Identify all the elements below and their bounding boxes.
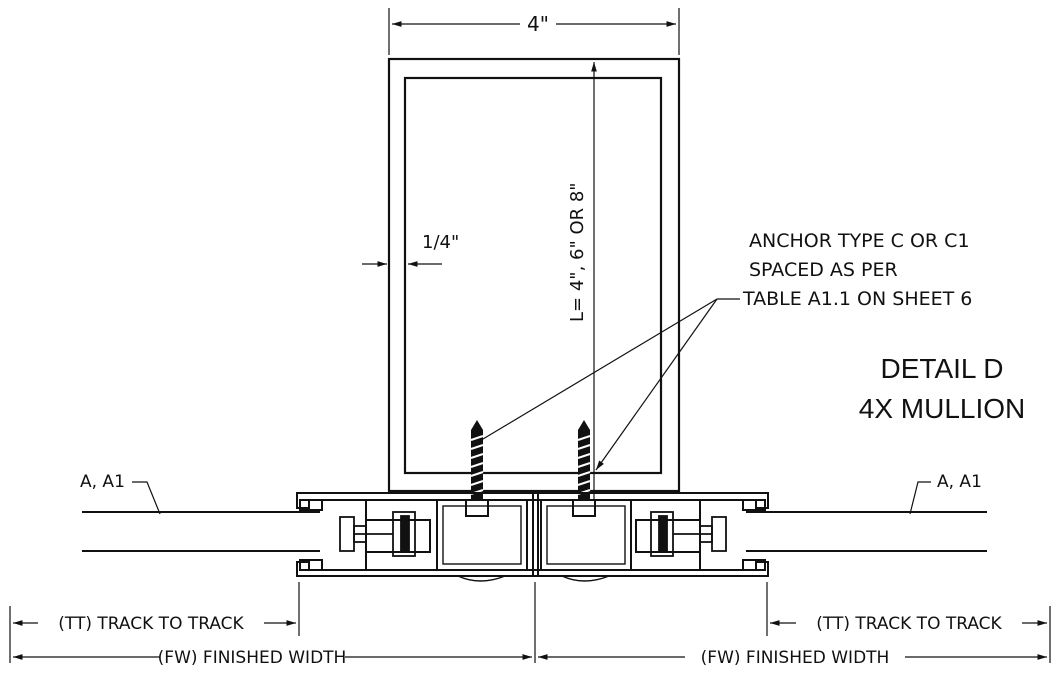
detail-title: DETAIL D	[881, 353, 1004, 384]
wall-thickness-dimension: 1/4"	[362, 232, 459, 267]
track-left-label: (TT) TRACK TO TRACK	[58, 614, 244, 634]
top-width-dimension: 4"	[388, 8, 680, 55]
track-to-track-right: (TT) TRACK TO TRACK	[770, 614, 1047, 634]
finished-left-label: (FW) FINISHED WIDTH	[158, 648, 347, 668]
glass-right	[746, 511, 987, 552]
detail-subtitle: 4X MULLION	[859, 393, 1026, 424]
track-right-label: (TT) TRACK TO TRACK	[816, 614, 1002, 634]
anchor-note-line-1: ANCHOR TYPE C OR C1	[749, 230, 970, 252]
length-dimension: L= 4", 6" OR 8"	[567, 61, 597, 500]
anchor-note: ANCHOR TYPE C OR C1 SPACED AS PER TABLE …	[472, 230, 972, 471]
finished-width-left: (FW) FINISHED WIDTH	[13, 648, 532, 668]
anchor-screw-right	[572, 420, 596, 517]
setting-block-right	[650, 511, 727, 557]
anchor-screw-left	[465, 420, 489, 517]
mullion-tube	[387, 57, 681, 493]
anchor-note-line-3: TABLE A1.1 ON SHEET 6	[742, 288, 972, 310]
glass-tag-right: A, A1	[909, 472, 982, 515]
wall-thickness-label: 1/4"	[422, 232, 459, 253]
glass-tag-right-label: A, A1	[937, 472, 982, 492]
finished-right-label: (FW) FINISHED WIDTH	[701, 648, 890, 668]
glass-tag-left-label: A, A1	[80, 472, 125, 492]
length-dimension-label: L= 4", 6" OR 8"	[567, 182, 588, 322]
glass-left	[82, 511, 320, 552]
glass-tag-left: A, A1	[80, 472, 161, 515]
track-to-track-left: (TT) TRACK TO TRACK	[13, 614, 296, 634]
dimension-extension-lines	[9, 582, 1051, 663]
anchor-note-line-2: SPACED AS PER	[749, 259, 898, 281]
frame-extrusion	[296, 492, 769, 582]
setting-block-left	[339, 511, 416, 557]
top-dimension-label: 4"	[527, 12, 549, 36]
finished-width-right: (FW) FINISHED WIDTH	[538, 648, 1047, 668]
